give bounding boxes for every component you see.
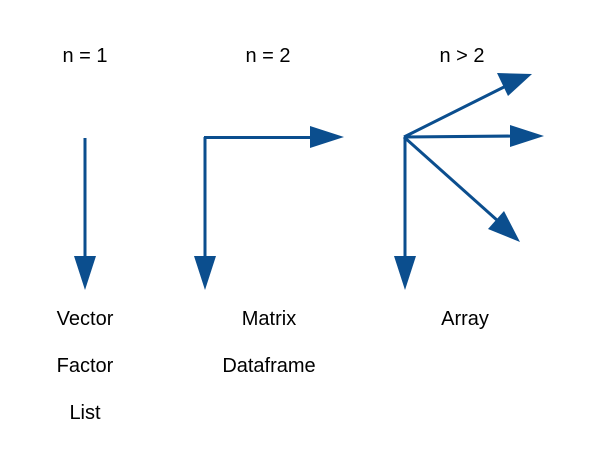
structure-matrix: Matrix xyxy=(241,308,297,330)
arrow-1d-down xyxy=(74,138,96,290)
arrow-2d-down xyxy=(194,137,216,290)
structure-dataframe: Dataframe xyxy=(222,355,316,377)
structure-list: List xyxy=(69,402,101,424)
arrow-nd-down xyxy=(394,137,416,290)
structure-factor: Factor xyxy=(56,355,114,377)
arrow-nd-up-right xyxy=(403,73,532,139)
structure-array: Array xyxy=(441,308,489,330)
arrow-2d-right xyxy=(204,126,344,148)
structure-vector: Vector xyxy=(56,308,114,330)
heading-n1: n = 1 xyxy=(62,45,108,67)
arrow-nd-down-right xyxy=(403,135,520,242)
arrow-nd-right xyxy=(403,125,544,147)
heading-n-gt-2: n > 2 xyxy=(439,45,485,67)
heading-n2: n = 2 xyxy=(245,45,291,67)
